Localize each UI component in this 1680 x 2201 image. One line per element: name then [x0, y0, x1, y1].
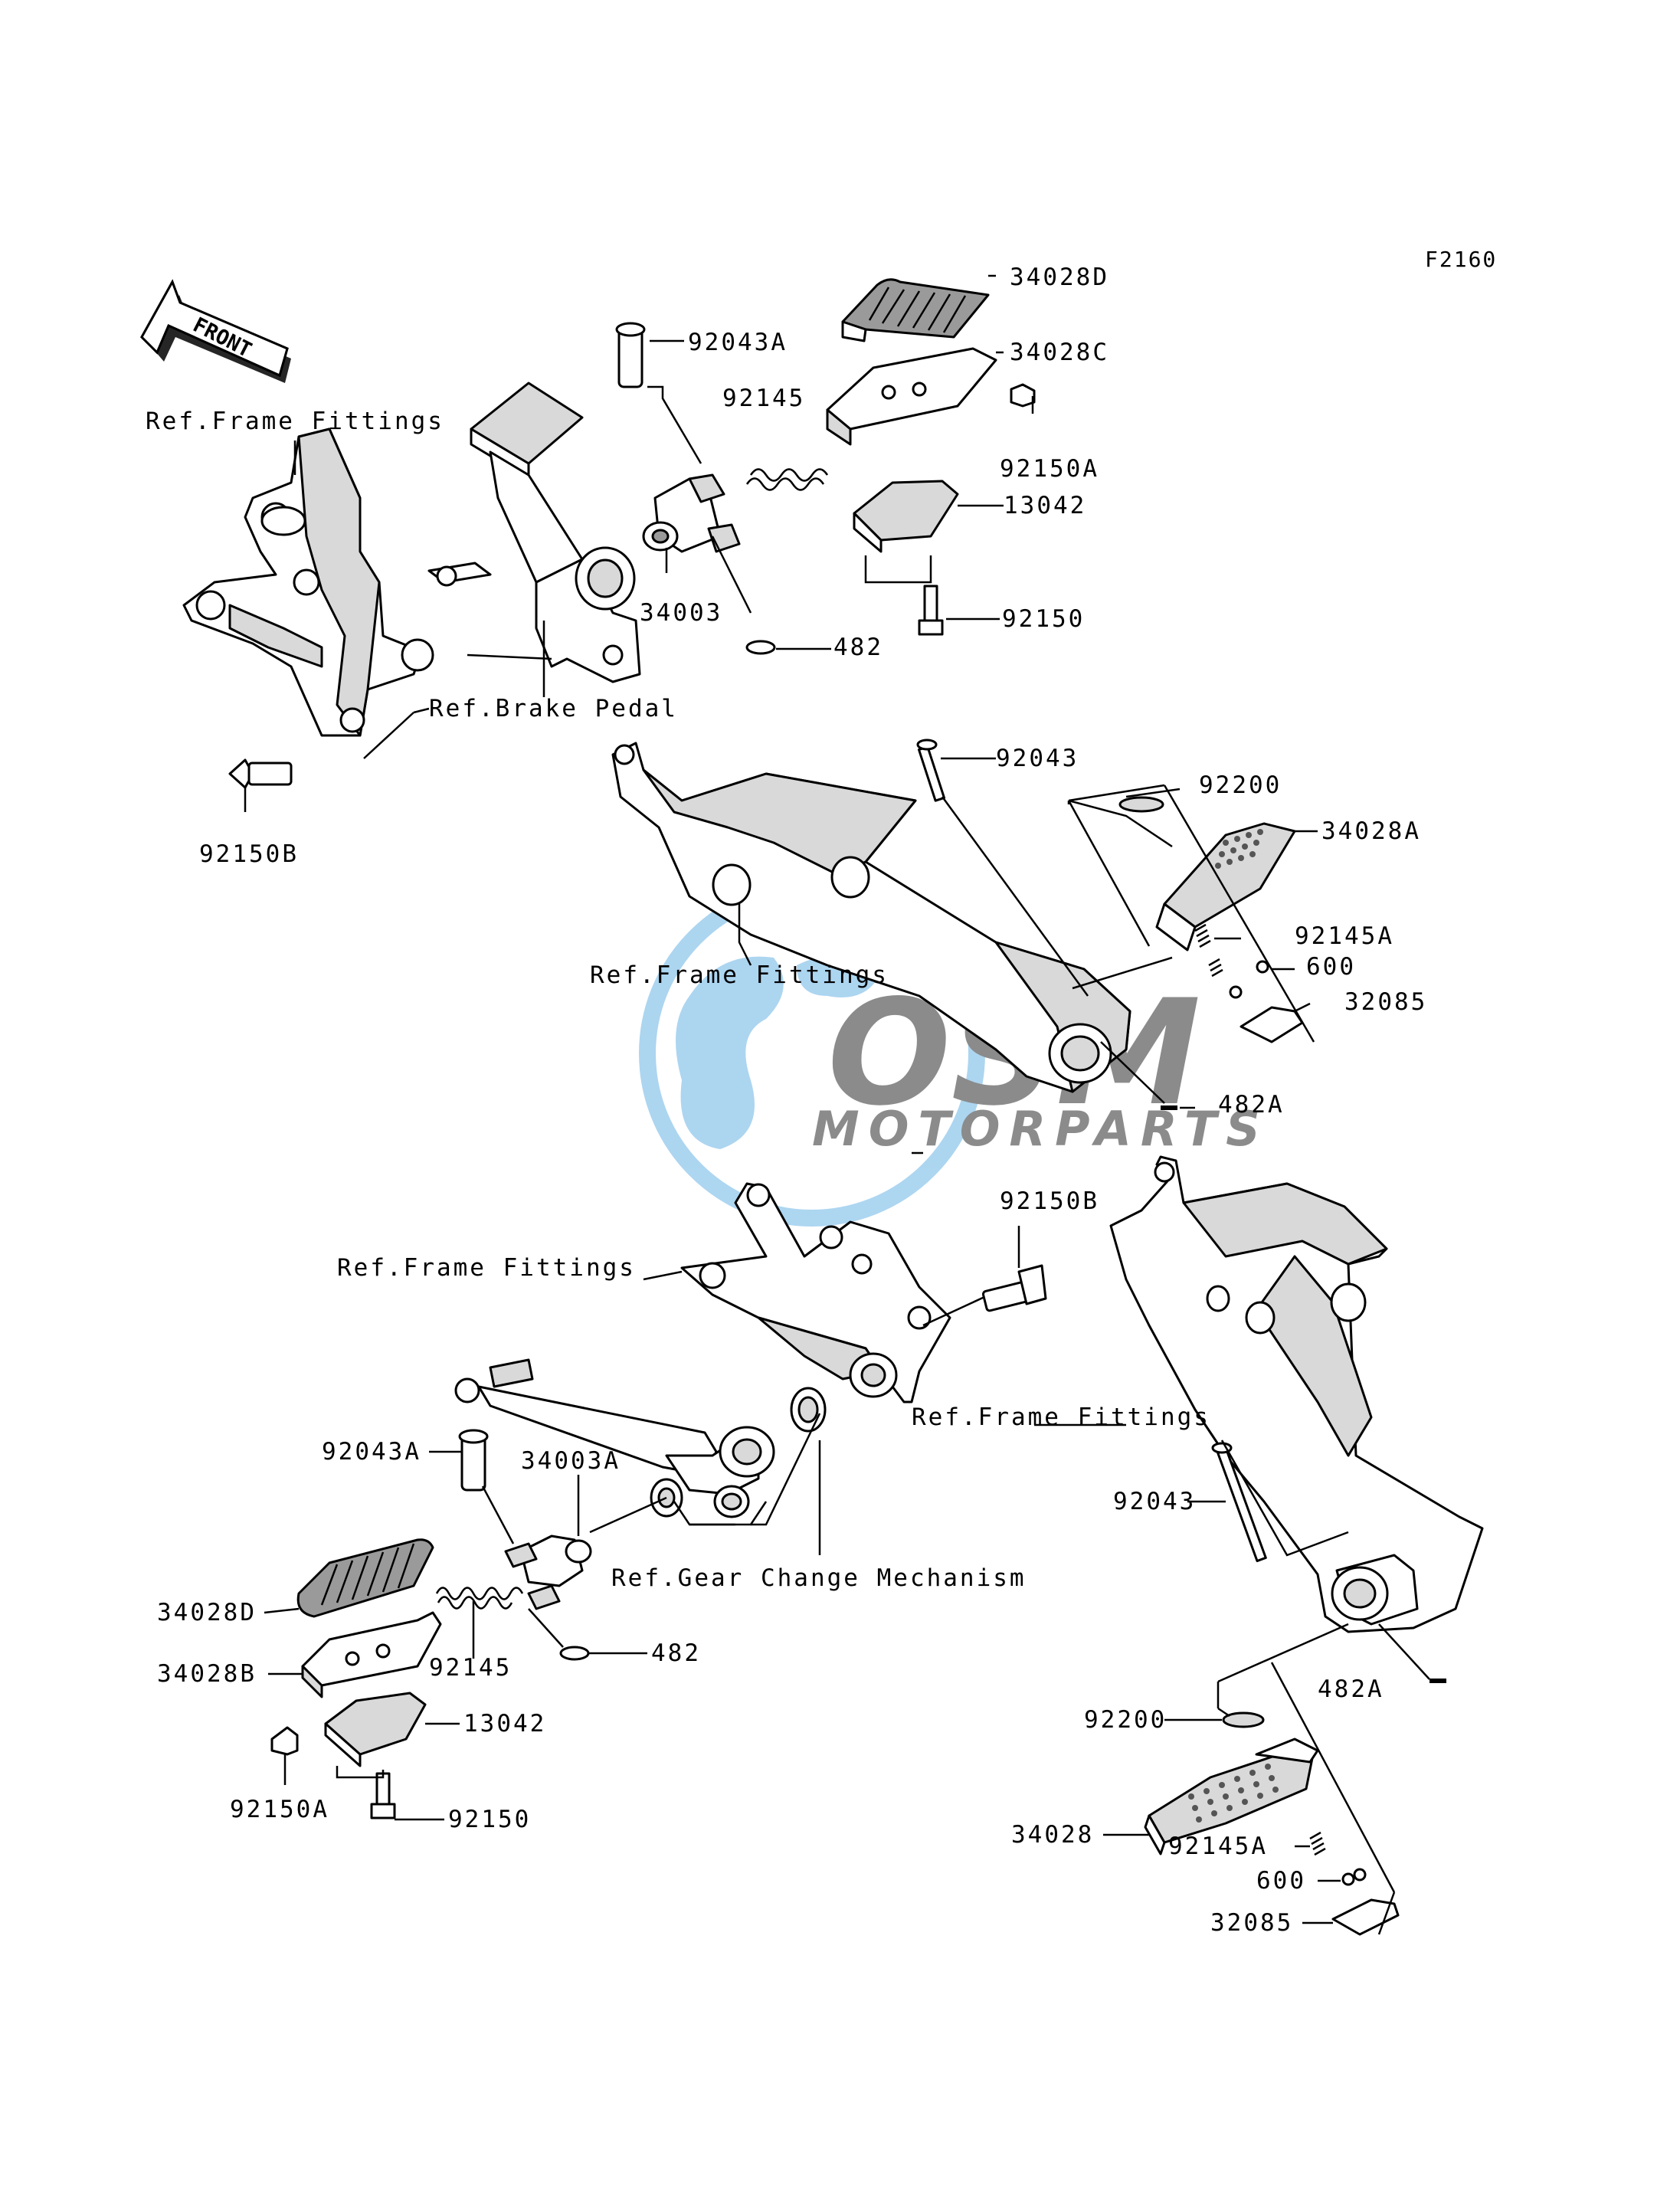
spring-92145A-top — [1194, 923, 1223, 978]
bolt-92150B-top — [228, 758, 293, 789]
bolt-92150B-lower — [981, 1264, 1047, 1312]
washer-gear-1 — [790, 1387, 827, 1433]
figure-code: F2160 — [1425, 247, 1497, 272]
part-label: 13042 — [1004, 492, 1086, 519]
gear-shift-pedal — [454, 1358, 775, 1518]
part-label: 92043A — [688, 329, 788, 356]
footpeg-rubber-34028D-lower — [296, 1538, 434, 1618]
spring-92145-top — [745, 468, 829, 491]
spring-92145-lower — [435, 1587, 524, 1610]
part-label: 92145 — [429, 1654, 512, 1682]
bracket-13042-top — [853, 480, 959, 553]
watermark-subtitle: MOTORPARTS — [812, 1101, 1269, 1157]
part-label: 34003A — [521, 1447, 621, 1475]
part-label: 92150A — [1000, 455, 1099, 483]
shift-pivot-pin-92043A-top — [615, 322, 646, 388]
footpeg-holder-34028C-top — [826, 347, 997, 446]
part-label: 92043 — [996, 745, 1079, 772]
part-label: 600 — [1256, 1867, 1306, 1895]
bracket-13042-lower — [324, 1692, 427, 1767]
part-label: 34028 — [1011, 1821, 1094, 1849]
right-frame-bracket-lower — [1109, 1155, 1484, 1633]
part-label: 92043 — [1113, 1488, 1196, 1515]
bolt-92150A-lower — [270, 1726, 299, 1756]
pin-92043-lower — [1211, 1442, 1267, 1563]
bolt-92150-top — [918, 585, 944, 636]
part-label: 92150B — [1000, 1187, 1099, 1215]
leader-lines — [244, 274, 1430, 1935]
bolt-92150-lower — [370, 1772, 396, 1819]
part-label: 92150B — [199, 840, 299, 868]
washer-92200-top — [1118, 796, 1164, 813]
part-label: 92200 — [1084, 1706, 1167, 1734]
holder-34003A-lower — [504, 1534, 592, 1610]
part-label: 482 — [833, 634, 883, 661]
part-label: 92200 — [1199, 771, 1282, 799]
footpeg-holder-34028B-lower — [301, 1611, 442, 1698]
watermark-continent-shape — [676, 956, 784, 1149]
part-label: 34028A — [1321, 817, 1421, 845]
part-label: 92150A — [230, 1796, 329, 1823]
ref-gear-change-mechanism: Ref.Gear Change Mechanism — [611, 1564, 1027, 1592]
holder-34003-top — [642, 473, 741, 553]
part-label: 32085 — [1344, 988, 1427, 1016]
part-label: 34028C — [1010, 339, 1109, 366]
part-label: 92150 — [1002, 605, 1085, 633]
part-label: 92145A — [1168, 1833, 1268, 1860]
part-label: 92043A — [322, 1438, 421, 1466]
washer-92200-lower — [1222, 1711, 1265, 1728]
footpeg-34028-lower — [1144, 1738, 1319, 1855]
part-label: 600 — [1306, 953, 1356, 981]
left-frame-bracket — [182, 427, 434, 737]
ball-600-top — [1229, 960, 1269, 999]
part-label: 13042 — [463, 1710, 546, 1738]
footpeg-34028A-top — [1155, 822, 1296, 951]
bolt-92150A-top — [1010, 383, 1036, 408]
pin-92043-top — [916, 739, 946, 802]
cotter-482A-lower — [1429, 1679, 1446, 1683]
plate-32085-lower — [1331, 1898, 1400, 1936]
cotter-pin-482-top — [745, 640, 776, 655]
brake-pedal — [427, 382, 641, 683]
part-label: 92145A — [1295, 922, 1394, 950]
ref-brake-pedal: Ref.Brake Pedal — [429, 695, 678, 722]
ball-600-lower — [1341, 1868, 1367, 1886]
cotter-482A-top — [1161, 1105, 1177, 1110]
part-label: 482A — [1318, 1675, 1384, 1703]
ref-frame-fittings-2: Ref.Frame Fittings — [590, 961, 889, 989]
ref-frame-fittings-3: Ref.Frame Fittings — [337, 1254, 636, 1282]
part-label: 34028D — [157, 1599, 257, 1626]
plate-32085-top — [1240, 1006, 1304, 1043]
part-label: 34028D — [1010, 264, 1109, 291]
part-label: 34028B — [157, 1660, 257, 1688]
right-rear-frame-bracket — [611, 742, 1131, 1093]
ref-frame-fittings-4: Ref.Frame Fittings — [912, 1403, 1210, 1431]
ref-frame-fittings-1: Ref.Frame Fittings — [146, 408, 444, 435]
cotter-pin-482-lower — [559, 1646, 590, 1661]
left-frame-bracket-lower — [680, 1182, 951, 1403]
footpeg-rubber-34028D-top — [841, 278, 990, 342]
front-arrow-icon: FRONT — [140, 279, 291, 383]
part-label: 482A — [1218, 1091, 1285, 1119]
part-label: 92145 — [722, 385, 805, 412]
spring-92145A-lower — [1309, 1831, 1326, 1856]
part-label: 92150 — [448, 1806, 531, 1833]
pin-92043A-lower — [458, 1429, 489, 1492]
part-label: 482 — [651, 1639, 701, 1667]
part-label: 32085 — [1210, 1909, 1293, 1937]
part-label: 34003 — [640, 599, 722, 627]
